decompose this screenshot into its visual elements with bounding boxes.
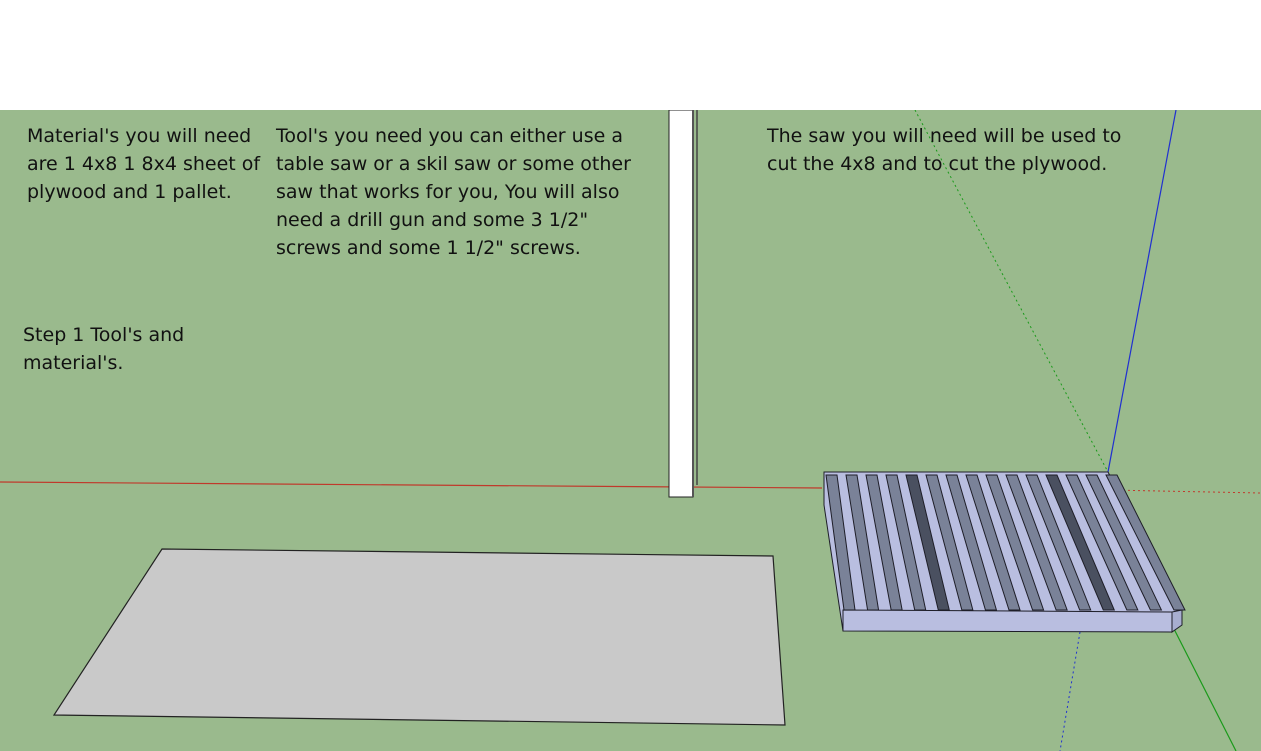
pallet-slat — [1025, 474, 1092, 611]
pallet-slat — [1005, 474, 1068, 611]
materials-note: Material's you will need are 1 4x8 1 8x4… — [27, 125, 261, 203]
pallet-slat — [925, 474, 974, 611]
blue-z-axis — [1107, 110, 1177, 473]
red-x-axis-dotted — [1107, 489, 1261, 494]
pallet-slat — [865, 474, 903, 611]
pallet-slat — [965, 474, 1021, 611]
plywood-sheet[interactable] — [52, 548, 786, 726]
pallet[interactable] — [823, 471, 1186, 633]
pallet-front-board — [842, 609, 1173, 633]
pallet-side-board — [1171, 609, 1183, 633]
pallet-slat — [1105, 474, 1186, 611]
red-x-axis — [0, 481, 823, 489]
step-title: Step 1 Tool's and material's. — [23, 324, 185, 374]
tools-note: Tool's you need you can either use a tab… — [276, 125, 631, 259]
pallet-slat — [1085, 474, 1163, 611]
green-y-axis-dotted — [914, 110, 1109, 473]
green-y-axis — [1171, 624, 1237, 751]
saw-note: The saw you will need will be used to cu… — [767, 125, 1122, 175]
pallet-slat — [905, 474, 950, 611]
pallet-slat — [1045, 474, 1116, 611]
pallet-slat — [845, 474, 880, 611]
pallet-slat — [945, 474, 998, 611]
header-band — [0, 0, 1261, 110]
4x8-post[interactable] — [668, 110, 698, 498]
pallet-slat — [985, 474, 1045, 611]
pallet-slat — [825, 474, 856, 611]
scene-drawing — [0, 110, 1261, 751]
blue-z-axis-dotted — [1059, 631, 1081, 751]
pallet-slat — [885, 474, 927, 611]
modeling-viewport[interactable]: Material's you will need are 1 4x8 1 8x4… — [0, 110, 1261, 751]
pallet-slat — [1065, 474, 1139, 611]
